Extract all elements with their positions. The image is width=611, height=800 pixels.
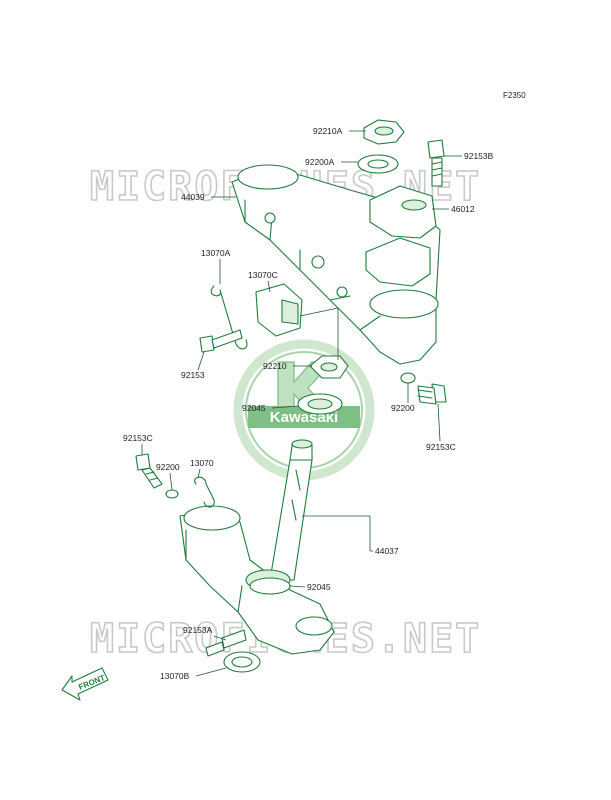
callout-92045-top: 92045 (242, 403, 266, 413)
callout-92153C-left: 92153C (123, 433, 153, 443)
callout-92153-left: 92153 (181, 370, 205, 380)
callout-92153A: 92153A (183, 625, 213, 635)
spring-pin-13070 (194, 476, 215, 508)
stem-44037 (269, 439, 313, 581)
spring-pin-13070A (210, 285, 248, 350)
clamp-13070C (255, 283, 303, 337)
callout-92153B: 92153B (464, 151, 494, 161)
callout-13070A: 13070A (201, 248, 231, 258)
callout-92210: 92210 (263, 361, 287, 371)
bolt-92153C-right (417, 383, 447, 405)
washer-92200-right (400, 372, 416, 384)
nut-92210A (363, 119, 405, 145)
bolt-92153A (205, 629, 247, 657)
callout-13070B: 13070B (160, 671, 190, 681)
seal-92045-top (297, 393, 343, 415)
clamp-13070B (223, 651, 261, 673)
washer-92200A (357, 154, 399, 174)
bolt-92153C-left (135, 453, 163, 489)
callout-13070C: 13070C (248, 270, 278, 280)
figure-code: F2350 (503, 91, 526, 100)
callout-44037: 44037 (375, 546, 399, 556)
callout-92153C-right: 92153C (426, 442, 456, 452)
washer-92200-left (165, 489, 179, 499)
callout-92200A: 92200A (305, 157, 335, 167)
front-arrow: FRONT (61, 667, 109, 701)
bolt-92153 (199, 329, 243, 353)
callout-46012: 46012 (451, 204, 475, 214)
bolt-92153B (427, 139, 445, 187)
callout-92210A: 92210A (313, 126, 343, 136)
nut-92210 (309, 355, 349, 379)
callout-92200-right: 92200 (391, 403, 415, 413)
callout-92045-bottom: 92045 (307, 582, 331, 592)
handlebar-holder-46012 (365, 185, 437, 287)
callout-92200-left: 92200 (156, 462, 180, 472)
callout-13070: 13070 (190, 458, 214, 468)
callout-44039: 44039 (181, 192, 205, 202)
bearing-92045-bottom (249, 577, 291, 595)
callouts: 92210A 92200A 92153B 44039 46012 13070A … (123, 126, 494, 681)
